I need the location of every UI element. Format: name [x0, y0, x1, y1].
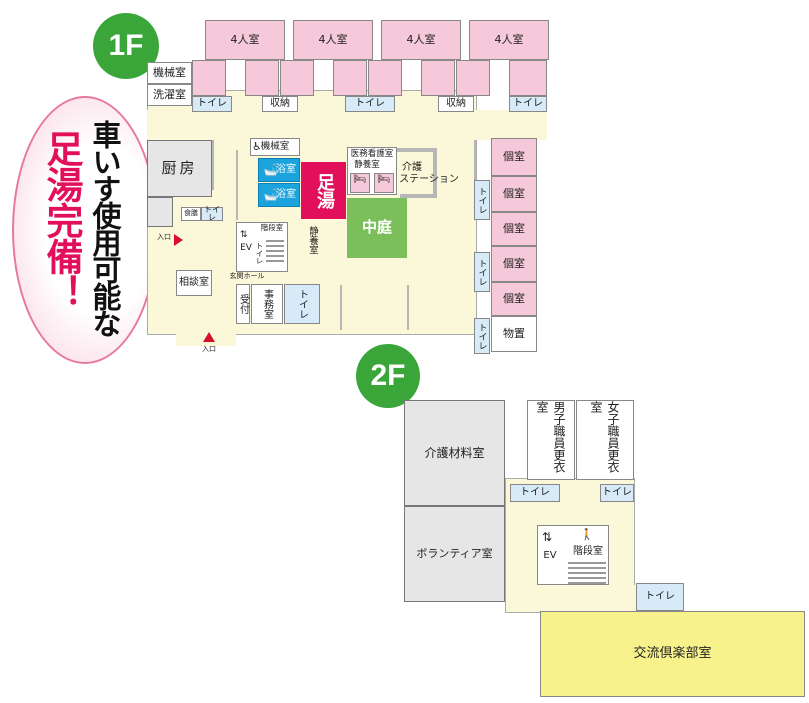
- storage: 収納: [262, 96, 298, 112]
- entrance-arrow-icon: [174, 234, 183, 246]
- toilet: トイレ: [345, 96, 395, 112]
- bath-icon: 🛁: [263, 188, 278, 202]
- stairs-icon: [266, 238, 284, 262]
- four-person-room: 4人室: [469, 20, 549, 60]
- bath-room: 🛁 浴室: [258, 183, 300, 207]
- toilet: トイレ: [201, 205, 223, 222]
- stairs-icon: [568, 560, 606, 584]
- machine-room-small: 機械室: [250, 138, 300, 156]
- female-locker-room: 女子職員更衣室: [576, 400, 634, 480]
- foot-bath: 足湯: [301, 162, 346, 219]
- storage: 収納: [438, 96, 474, 112]
- people-icon: 🚶: [580, 528, 594, 541]
- elevator-icon: ⇅: [542, 530, 553, 544]
- four-person-room: 4人室: [381, 20, 461, 60]
- private-room: 個室: [491, 246, 537, 282]
- entrance-hall: 玄関ホール: [229, 272, 265, 281]
- private-room: 個室: [491, 176, 537, 212]
- toilet: トイレ: [600, 484, 634, 502]
- courtyard: 中庭: [347, 198, 407, 258]
- toilet: トイレ: [192, 96, 232, 112]
- floor1-badge: 1F: [93, 13, 159, 79]
- toilet: トイレ: [474, 180, 490, 220]
- toilet: トイレ: [474, 318, 490, 354]
- slogan-bubble: [12, 96, 158, 364]
- entrance-arrow-icon: [203, 332, 215, 342]
- private-room: 個室: [491, 212, 537, 246]
- floor2-badge: 2F: [356, 344, 420, 408]
- elevator-label: EV: [543, 549, 557, 561]
- club-room: 交流倶楽部室: [540, 611, 805, 697]
- laundry-room: 洗濯室: [147, 84, 192, 106]
- office: 事務室: [251, 284, 283, 324]
- entrance-label: 入口: [202, 345, 216, 354]
- elevator-icon: ⇅: [240, 230, 248, 240]
- bath-room: 🛁 浴室: [258, 158, 300, 182]
- wheelchair-icon: ♿: [252, 140, 262, 153]
- machine-room: 機械室: [147, 62, 192, 84]
- entrance-label: 入口: [157, 233, 171, 242]
- rest-room: 静養室: [307, 225, 318, 255]
- slogan-line2: 足湯完備！: [40, 130, 83, 310]
- toilet: トイレ: [636, 583, 684, 611]
- private-room: 個室: [491, 138, 537, 176]
- care-station-label: ステーション: [399, 173, 459, 185]
- reception: 受付: [236, 284, 250, 324]
- elevator-label: EV: [240, 243, 252, 254]
- four-person-room: 4人室: [293, 20, 373, 60]
- dishes-room: 食膳: [181, 207, 201, 221]
- care-material-room: 介護材料室: [404, 400, 505, 506]
- four-person-room: 4人室: [205, 20, 285, 60]
- consult-room: 相談室: [176, 270, 212, 296]
- toilet: トイレ: [255, 241, 264, 265]
- toilet: トイレ: [474, 252, 490, 292]
- kitchen: 厨房: [147, 140, 212, 197]
- male-locker-room: 男子職員更衣室: [527, 400, 575, 480]
- bath-icon: 🛁: [263, 163, 278, 177]
- toilet: トイレ: [509, 96, 547, 112]
- storage-room: 物置: [491, 316, 537, 352]
- private-room: 個室: [491, 282, 537, 316]
- bed-icon: 🛏: [374, 173, 394, 193]
- toilet: トイレ: [510, 484, 560, 502]
- volunteer-room: ボランティア室: [404, 506, 505, 602]
- toilet: トイレ: [284, 284, 320, 324]
- slogan-line1: 車いす使用可能な: [88, 120, 122, 336]
- bed-icon: 🛏: [350, 173, 370, 193]
